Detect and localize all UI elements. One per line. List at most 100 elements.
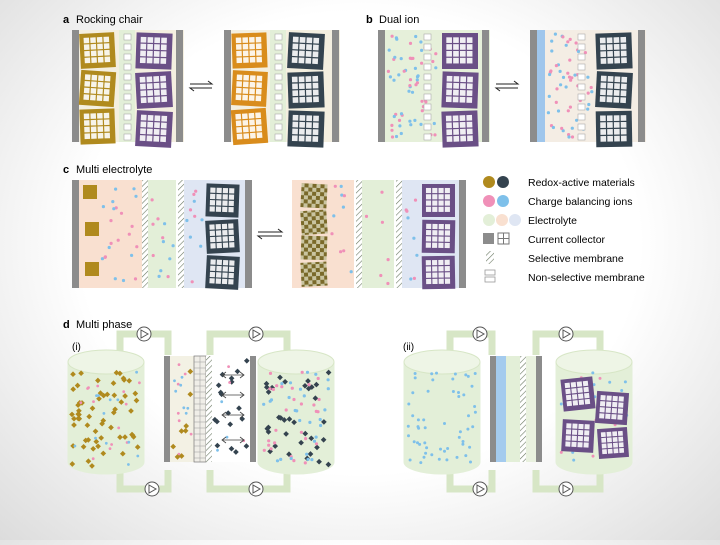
- ion-dot: [408, 458, 412, 462]
- block-pore: [578, 399, 585, 406]
- ion-dot: [412, 440, 416, 444]
- block-pore: [291, 135, 298, 142]
- ion-dot: [431, 378, 435, 382]
- nonselective-membrane-segment: [274, 53, 283, 61]
- ion-dot: [586, 107, 590, 111]
- nonselective-membrane-segment: [423, 93, 432, 101]
- ion-dot: [312, 403, 316, 407]
- ion-dot: [304, 437, 308, 441]
- block-pore: [438, 230, 444, 236]
- block-pore: [222, 272, 228, 278]
- block-pore: [210, 243, 216, 249]
- block-pore: [210, 187, 216, 193]
- ion-dot: [407, 402, 411, 406]
- ion-dot: [413, 118, 417, 122]
- block-pore: [446, 82, 453, 89]
- block-pore: [298, 83, 305, 90]
- ion-dot: [390, 128, 394, 132]
- block-pore: [446, 129, 453, 136]
- block-pore: [583, 442, 589, 448]
- particle: [312, 395, 319, 402]
- ion-dot: [570, 76, 574, 80]
- particle: [111, 392, 118, 399]
- panel-c-cell-2: [292, 180, 466, 290]
- checker-block: [300, 261, 328, 287]
- block-pore: [104, 56, 111, 63]
- ion-dot: [418, 442, 422, 446]
- ion-dot: [392, 114, 396, 119]
- block-pore: [90, 113, 97, 119]
- ion-dot: [134, 194, 138, 198]
- ion-dot: [419, 461, 423, 465]
- ion-dot: [186, 406, 190, 410]
- block-pore: [607, 82, 614, 89]
- block-pore: [618, 436, 624, 442]
- ion-dot: [550, 49, 554, 53]
- current-collector: [482, 30, 489, 142]
- legend-ions-icon: [483, 195, 509, 207]
- block-pore: [209, 200, 216, 206]
- block-pore: [453, 44, 459, 50]
- block-pore: [620, 128, 627, 135]
- block-pore: [83, 44, 90, 51]
- ion-dot: [280, 382, 284, 386]
- ion-dot: [326, 387, 330, 391]
- particle: [78, 370, 84, 377]
- block-pore: [243, 57, 249, 63]
- electrode-grid: [230, 32, 325, 148]
- ion-dot: [103, 255, 107, 259]
- ion-dot: [177, 363, 181, 366]
- block-pore: [453, 51, 459, 57]
- particle: [121, 377, 127, 383]
- ion-dot: [402, 69, 406, 73]
- particle: [69, 411, 75, 418]
- nonselective-membrane-segment: [423, 73, 432, 81]
- block-pore: [312, 136, 319, 142]
- ion-dot: [469, 460, 472, 464]
- ion-dot: [339, 184, 343, 188]
- nonselective-membrane-segment: [123, 43, 132, 51]
- flow-channel: [526, 356, 536, 462]
- block-pore: [153, 76, 160, 82]
- particle: [92, 428, 99, 435]
- ion-dot: [408, 41, 413, 46]
- block-pore: [235, 94, 242, 101]
- ion-dot: [262, 402, 266, 406]
- pump-arrow: [476, 329, 486, 339]
- block-pore: [620, 90, 627, 97]
- block-pore: [305, 76, 312, 82]
- block-pore: [306, 115, 313, 122]
- ion-dot: [443, 422, 446, 425]
- block-pore: [147, 43, 154, 50]
- ion-dot: [100, 257, 104, 261]
- block-pore: [103, 36, 110, 43]
- ion-dot: [298, 418, 302, 423]
- ion-dot: [179, 383, 183, 387]
- block-pore: [84, 133, 91, 140]
- block-pore: [160, 75, 167, 82]
- legend-label-selective: Selective membrane: [528, 253, 624, 265]
- redox-block-navy: [205, 255, 240, 290]
- block-pore: [466, 128, 473, 135]
- block-pore: [139, 76, 146, 83]
- tank-particles: [262, 369, 332, 468]
- ion-dot: [192, 199, 196, 203]
- ion-dot: [420, 48, 424, 53]
- block-pore: [600, 432, 606, 438]
- ion-dot: [559, 83, 563, 87]
- block-pore: [221, 223, 228, 230]
- ion-dot: [107, 245, 111, 250]
- ion-dot: [554, 64, 559, 68]
- block-pore: [216, 194, 222, 200]
- block-pore: [299, 96, 306, 103]
- ion-dot: [568, 105, 573, 109]
- ion-dot: [380, 190, 384, 194]
- pump-arrow: [476, 484, 486, 494]
- block-pore: [305, 57, 312, 64]
- ion-dot: [417, 426, 421, 430]
- checker-block: [300, 235, 328, 261]
- particle: [122, 434, 128, 440]
- ion-dot: [340, 193, 344, 197]
- block-pore: [607, 443, 613, 449]
- particle: [95, 443, 101, 450]
